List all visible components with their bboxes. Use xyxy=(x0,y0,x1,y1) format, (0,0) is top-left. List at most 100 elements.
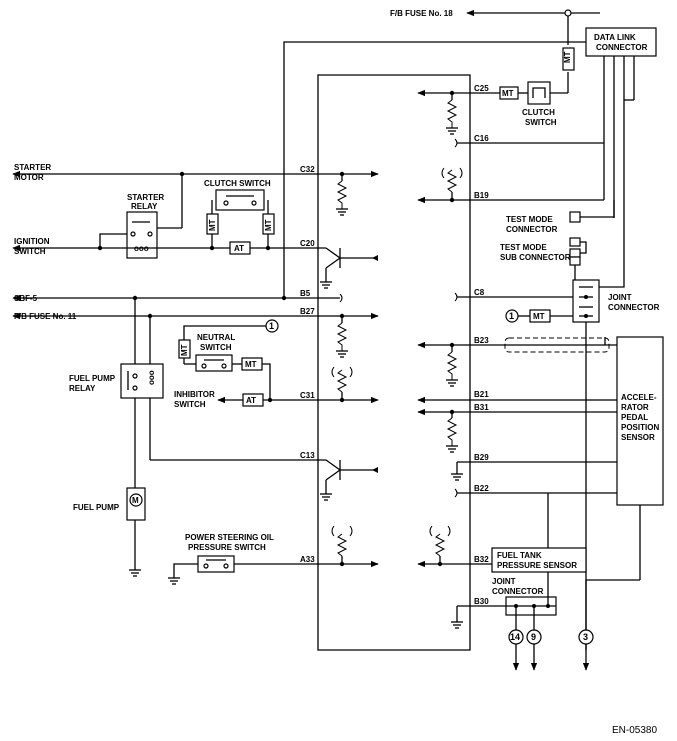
test-mode-sub-label-1: TEST MODE xyxy=(500,243,547,252)
accel-label-5: SENSOR xyxy=(621,433,655,442)
pin-c32: C32 xyxy=(300,165,315,174)
joint-connector-bottom xyxy=(451,572,594,671)
fuel-tank-pressure-sensor xyxy=(491,505,641,581)
pin-b27: B27 xyxy=(300,307,315,316)
joint-connector-bottom-label-1: JOINT xyxy=(492,577,516,586)
starter-relay-label-2: RELAY xyxy=(131,202,158,211)
c20-circuit xyxy=(12,233,378,289)
figure-id: EN-05380 xyxy=(612,725,657,736)
pin-a33: A33 xyxy=(300,555,315,564)
pin-c25: C25 xyxy=(474,84,489,93)
b27-circuit xyxy=(12,312,379,364)
pin-b32: B32 xyxy=(474,555,489,564)
ecm-outline xyxy=(317,74,471,651)
pin-b30: B30 xyxy=(474,597,489,606)
b5-circuit xyxy=(12,293,343,364)
data-link-connector xyxy=(585,27,657,218)
ref-3: 3 xyxy=(583,632,588,642)
ignition-switch-label-2: SWITCH xyxy=(14,247,46,256)
ps-switch-label-1: POWER STEERING OIL xyxy=(185,533,274,542)
fuel-pump-relay-label-1: FUEL PUMP xyxy=(69,374,116,383)
mt-tag-neutral: MT xyxy=(180,344,189,356)
at-tag-c31: AT xyxy=(246,396,256,405)
data-link-label-2: CONNECTOR xyxy=(596,43,648,52)
joint-connector-right xyxy=(572,100,625,650)
neutral-switch-label-2: SWITCH xyxy=(200,343,232,352)
pin-b5: B5 xyxy=(300,289,311,298)
joint-connector-right-label-1: JOINT xyxy=(608,293,632,302)
test-mode-label-2: CONNECTOR xyxy=(506,225,558,234)
c13-circuit xyxy=(150,459,378,501)
clutch-switch-top-label: CLUTCH SWITCH xyxy=(204,179,271,188)
data-link-label-1: DATA LINK xyxy=(594,33,636,42)
clutch-switch-top xyxy=(206,189,275,248)
accel-label-1: ACCELE- xyxy=(621,393,657,402)
c25-circuit xyxy=(417,81,551,135)
ref-1-left: 1 xyxy=(269,321,274,331)
fb-fuse-18-label: F/B FUSE No. 18 xyxy=(390,9,453,18)
clutch-switch-right-label-1: CLUTCH xyxy=(522,108,555,117)
pin-c16: C16 xyxy=(474,134,489,143)
starter-relay-label-1: STARTER xyxy=(127,193,164,202)
ps-switch-label-2: PRESSURE SWITCH xyxy=(188,543,266,552)
c32-circuit xyxy=(12,170,379,229)
b23-circuit xyxy=(417,337,617,387)
mt-tag-neutral-2: MT xyxy=(245,360,257,369)
b22-circuit xyxy=(454,488,617,548)
fuel-pump-relay-label-2: RELAY xyxy=(69,384,96,393)
fb-fuse-11-label: F/B FUSE No. 11 xyxy=(14,312,77,321)
pin-b23: B23 xyxy=(474,336,489,345)
mt-tag-clutch-r: MT xyxy=(264,219,273,231)
mt-tag-clutch-l: MT xyxy=(208,219,217,231)
fuel-tank-label-2: PRESSURE SENSOR xyxy=(497,561,577,570)
starter-relay: ooo xyxy=(126,211,158,259)
c31-circuit xyxy=(217,366,379,407)
pin-b29: B29 xyxy=(474,453,489,462)
pin-c8: C8 xyxy=(474,288,485,297)
fuel-tank-label-1: FUEL TANK xyxy=(497,551,542,560)
test-mode-label-1: TEST MODE xyxy=(506,215,553,224)
ref-1-right: 1 xyxy=(509,311,514,321)
starter-motor-label-2: MOTOR xyxy=(14,173,44,182)
b21-b31-circuit xyxy=(417,396,617,453)
fb-fuse-18-line xyxy=(466,9,600,94)
pin-c20: C20 xyxy=(300,239,315,248)
accel-label-3: PEDAL xyxy=(621,413,648,422)
ignition-switch-label-1: IGNITION xyxy=(14,237,50,246)
fuel-pump xyxy=(126,487,146,577)
ref-9: 9 xyxy=(531,632,536,642)
sbf5-label: SBF-5 xyxy=(14,294,38,303)
pin-b22: B22 xyxy=(474,484,489,493)
test-mode-sub-label-2: SUB CONNECTOR xyxy=(500,253,571,262)
c16-circuit xyxy=(454,138,604,148)
ref1-right-line xyxy=(505,309,573,323)
mt-tag-c25: MT xyxy=(502,89,514,98)
clutch-switch-right-label-2: SWITCH xyxy=(525,118,557,127)
a33-circuit xyxy=(168,525,379,585)
accel-label-2: RATOR xyxy=(621,403,649,412)
accel-label-4: POSITION xyxy=(621,423,659,432)
pin-b19: B19 xyxy=(474,191,489,200)
at-tag-c20: AT xyxy=(234,244,244,253)
pin-c31: C31 xyxy=(300,391,315,400)
starter-motor-label-1: STARTER xyxy=(14,163,51,172)
joint-connector-bottom-label-2: CONNECTOR xyxy=(492,587,544,596)
motor-tag: M xyxy=(132,496,139,505)
pin-b21: B21 xyxy=(474,390,489,399)
ref-14: 14 xyxy=(510,632,520,642)
pin-c13: C13 xyxy=(300,451,315,460)
b19-circuit xyxy=(417,167,604,204)
inhibitor-switch-label-2: SWITCH xyxy=(174,400,206,409)
accelerator-pedal-sensor xyxy=(616,336,664,506)
fuel-pump-label: FUEL PUMP xyxy=(73,503,120,512)
svg-text:ooo: ooo xyxy=(147,370,156,385)
neutral-switch xyxy=(178,319,279,400)
mt-tag-ref1: MT xyxy=(533,312,545,321)
test-mode-connector xyxy=(569,200,615,280)
c8-circuit xyxy=(454,292,573,302)
b29-circuit xyxy=(451,461,617,481)
neutral-switch-label-1: NEUTRAL xyxy=(197,333,235,342)
mt-tag: MT xyxy=(563,51,572,63)
fuel-pump-relay: ooo xyxy=(120,363,164,488)
